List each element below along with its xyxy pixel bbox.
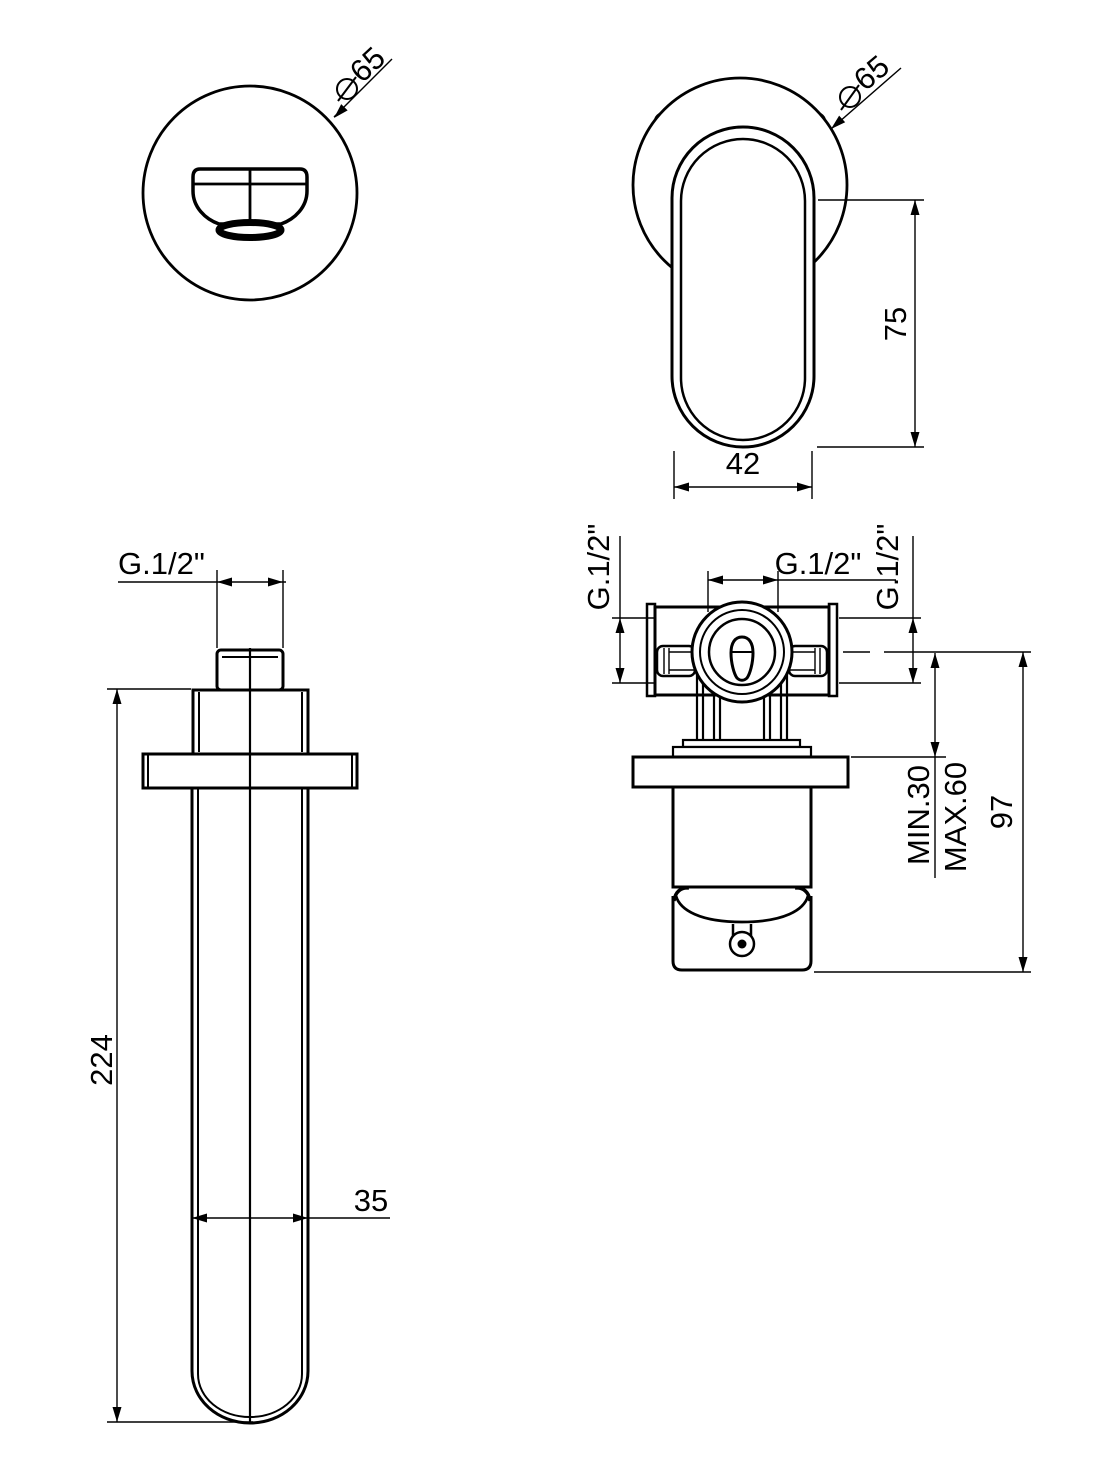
dim-label: 75 bbox=[878, 307, 913, 341]
arrowhead bbox=[910, 432, 920, 447]
cartridge-stem-socket bbox=[729, 635, 755, 682]
dim-label: 97 bbox=[984, 795, 1019, 829]
dim-label: G.1/2" bbox=[870, 524, 905, 611]
aerator-ring bbox=[215, 219, 285, 241]
arrowhead bbox=[217, 577, 232, 587]
port-union bbox=[787, 644, 829, 678]
diameter-symbol-icon bbox=[336, 78, 358, 100]
diameter-symbol-slash bbox=[337, 76, 357, 102]
dim-length-224: 224 bbox=[84, 688, 253, 1423]
dim-label: G.1/2" bbox=[775, 546, 862, 581]
arrowhead bbox=[1018, 652, 1028, 667]
view-valve-side: G.1/2" G.1/2" G.1/2" bbox=[581, 524, 1031, 973]
dim-label-max: MAX.60 bbox=[938, 762, 973, 872]
arrowhead bbox=[192, 1213, 207, 1223]
arrowhead bbox=[910, 200, 920, 215]
handle-lever-outline bbox=[670, 125, 816, 449]
arrowhead bbox=[334, 104, 348, 118]
dim-diameter-65: 65 bbox=[333, 40, 393, 118]
spout-tube-rounded-end bbox=[190, 1370, 310, 1425]
dim-recess-min-max: MIN.30 MAX.60 bbox=[851, 653, 973, 878]
arrowhead bbox=[930, 742, 940, 757]
arrowhead bbox=[112, 1407, 122, 1422]
dim-thread-g12: G.1/2" bbox=[118, 546, 286, 648]
dim-label: 65 bbox=[343, 40, 392, 89]
arrowhead bbox=[930, 653, 940, 668]
bottom-dome bbox=[674, 895, 810, 924]
dim-height-97: 97 bbox=[814, 652, 1031, 973]
arrowhead bbox=[831, 115, 846, 129]
arrowhead bbox=[797, 482, 812, 492]
cartridge-housing-inner bbox=[707, 617, 777, 687]
diameter-symbol-slash bbox=[840, 84, 860, 111]
dim-label: 42 bbox=[726, 446, 760, 481]
arrowhead bbox=[763, 575, 778, 585]
arrowhead bbox=[268, 577, 283, 587]
view-spout-side: G.1/2" 224 35 bbox=[84, 546, 390, 1425]
protection-cylinder bbox=[671, 785, 813, 889]
arrowhead bbox=[674, 482, 689, 492]
diameter-symbol-icon bbox=[839, 86, 861, 108]
arrowhead bbox=[908, 618, 918, 633]
dim-height-75: 75 bbox=[817, 199, 924, 448]
side-port-left bbox=[655, 644, 697, 678]
view-spout-front: 65 bbox=[141, 40, 393, 302]
view-handle-front: 75 42 65 bbox=[631, 48, 924, 499]
dim-tube-35: 35 bbox=[192, 1183, 390, 1223]
dim-label: G.1/2" bbox=[581, 524, 616, 611]
dim-label: 224 bbox=[84, 1034, 119, 1086]
arrowhead bbox=[293, 1213, 308, 1223]
arrowhead bbox=[908, 668, 918, 683]
arrowhead bbox=[615, 618, 625, 633]
dim-diameter-65: 65 bbox=[830, 48, 902, 130]
dim-label: 35 bbox=[354, 1183, 388, 1218]
arrowhead bbox=[708, 575, 723, 585]
arrowhead bbox=[112, 689, 122, 704]
port-union bbox=[655, 644, 697, 678]
cartridge-housing-mid bbox=[699, 609, 785, 695]
dim-label: G.1/2" bbox=[118, 546, 205, 581]
rough-in-sleeve bbox=[671, 896, 813, 972]
side-port-right bbox=[787, 644, 829, 678]
handle-lever-inner-face bbox=[679, 137, 807, 442]
dim-width-42: 42 bbox=[673, 446, 813, 499]
arrowhead bbox=[615, 668, 625, 683]
leader-line bbox=[830, 67, 902, 130]
dim-label-min: MIN.30 bbox=[901, 765, 936, 865]
arrowhead bbox=[1018, 957, 1028, 972]
dim-thread-right-g12: G.1/2" bbox=[839, 524, 921, 684]
dim-thread-left-g12: G.1/2" bbox=[581, 524, 656, 684]
dim-thread-top-g12: G.1/2" bbox=[707, 546, 896, 612]
drain-ball-center bbox=[737, 939, 747, 949]
wall-flange bbox=[631, 755, 850, 789]
